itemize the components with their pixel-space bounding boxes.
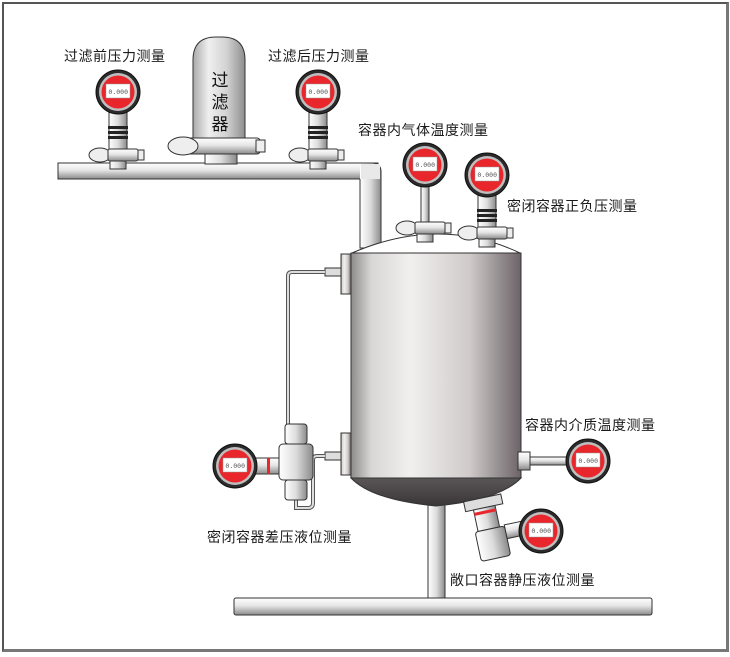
gauge-positive-negative: 0.000 <box>457 152 514 248</box>
gauge-reading: 0.000 <box>578 457 598 465</box>
clamp-body <box>107 148 139 162</box>
upper-pipe <box>57 162 382 249</box>
gauge-reading: 0.000 <box>477 171 497 179</box>
transmitter-cap <box>284 479 308 501</box>
clamp-nut <box>506 227 514 239</box>
gauge-reading: 0.000 <box>531 527 551 535</box>
bellows-ring <box>477 219 497 222</box>
filter-char: 过 <box>211 71 229 91</box>
static-transmitter <box>462 493 526 562</box>
gauge-diff-level: 0.000 <box>212 423 314 501</box>
clamp-ferrule <box>309 160 327 170</box>
red-band <box>267 458 270 474</box>
filter-char: 器 <box>211 115 229 135</box>
bellows-ring <box>477 214 497 217</box>
clamp-ferrule <box>416 233 434 243</box>
clamp-body <box>414 221 446 235</box>
gauge-display <box>528 522 554 538</box>
gauge-display <box>305 83 331 99</box>
label-medium-temperature: 容器内介质温度测量 <box>525 418 656 434</box>
clamp-body <box>307 148 339 162</box>
clamp-nut <box>337 149 345 161</box>
gauge-reading: 0.000 <box>108 88 128 96</box>
label-pre-filter-pressure: 过滤前压力测量 <box>64 49 166 65</box>
label-gas-temperature: 容器内气体温度测量 <box>358 123 489 139</box>
gauge-post-filter: 0.000 <box>288 69 345 170</box>
label-closed-positive-negative-pressure: 密闭容器正负压测量 <box>507 199 638 215</box>
gauge-display <box>575 452 601 468</box>
gauge-fitting <box>517 451 531 471</box>
clamp-ferrule <box>478 238 496 248</box>
gauge-reading: 0.000 <box>415 161 435 169</box>
gauge-reading: 0.000 <box>225 462 245 470</box>
label-closed-diff-pressure-level: 密闭容器差压液位测量 <box>207 530 352 546</box>
filter-label: 过 滤 器 <box>208 70 232 136</box>
label-post-filter-pressure: 过滤后压力测量 <box>268 49 370 65</box>
transmitter-body <box>475 525 511 562</box>
filter-housing <box>167 36 266 165</box>
gauge-display <box>222 457 248 473</box>
bellows-ring <box>477 209 497 212</box>
gauge-display <box>474 166 500 182</box>
tank <box>324 233 523 507</box>
gauge-gas-temp: 0.000 <box>395 142 452 243</box>
bellows-ring <box>108 126 128 129</box>
gauge-static-level: 0.000 <box>462 493 564 562</box>
bellows-ring <box>308 131 328 134</box>
gauge-pre-filter: 0.000 <box>88 69 145 170</box>
clamp-nut <box>137 149 145 161</box>
bellows-ring <box>308 126 328 129</box>
gauge-reading: 0.000 <box>308 88 328 96</box>
bellows-ring <box>108 131 128 134</box>
gauge-medium-temp: 0.000 <box>517 438 611 484</box>
lower-pipe <box>233 499 653 616</box>
transmitter-body <box>278 443 314 481</box>
gauge-display <box>412 156 438 172</box>
bellows-ring <box>308 136 328 139</box>
red-band <box>474 508 497 516</box>
transmitter-cap <box>284 423 308 445</box>
bellows-ring <box>108 136 128 139</box>
gauge-display <box>105 83 131 99</box>
filter-char: 滤 <box>211 93 229 113</box>
impulse-line <box>286 270 325 510</box>
clamp-nut <box>444 222 452 234</box>
clamp-ferrule <box>109 160 127 170</box>
label-open-static-pressure-level: 敞口容器静压液位测量 <box>450 573 595 589</box>
clamp-body <box>476 226 508 240</box>
